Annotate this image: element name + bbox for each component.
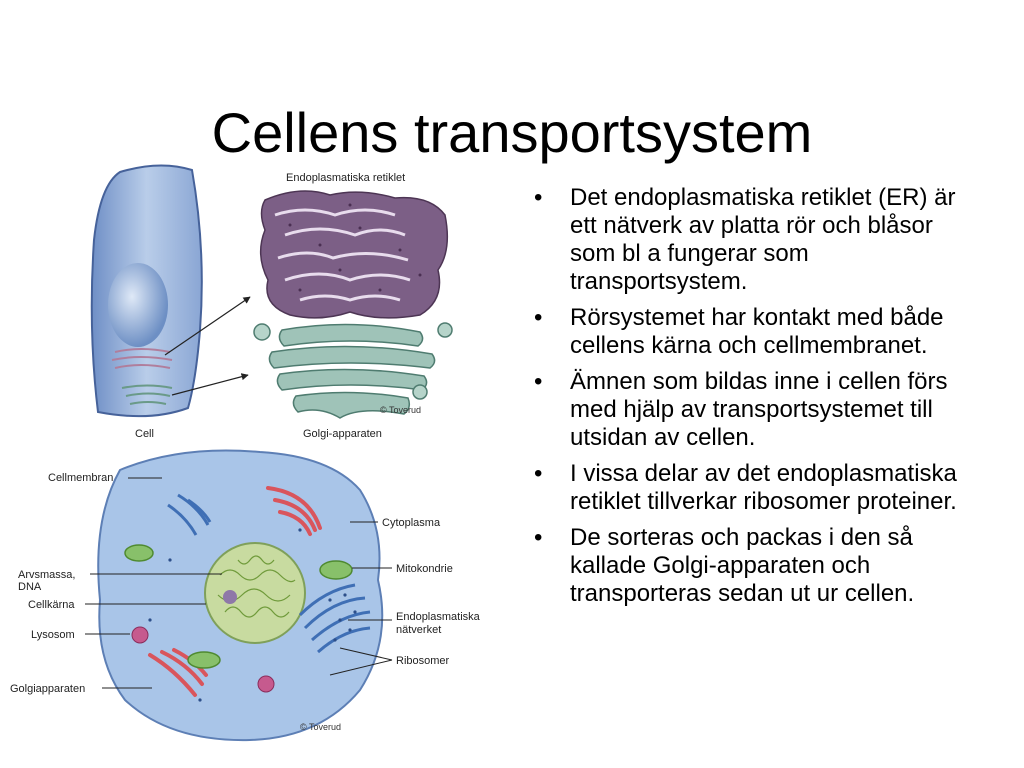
bullet-icon: • bbox=[534, 460, 543, 487]
bullet-text: Rörsystemet har kontakt med både cellens… bbox=[570, 304, 944, 359]
bottom-copyright: © Toverud bbox=[300, 722, 341, 732]
er-network bbox=[167, 493, 371, 654]
bullet-text: Ämnen som bildas inne i cellen förs med … bbox=[570, 368, 948, 451]
lysosomes bbox=[131, 626, 275, 693]
bullet-text: De sorteras och packas i den så kallade … bbox=[570, 524, 915, 607]
leader-lines bbox=[85, 477, 393, 689]
pointer-arrow-er bbox=[164, 296, 251, 356]
label-dna: DNA bbox=[18, 581, 42, 593]
top-cell-figure: Cell Endoplasmatiska retiklet bbox=[90, 164, 453, 440]
bullet-item: • Det endoplasmatiska retiklet (ER) är et… bbox=[528, 184, 973, 296]
cell-label: Cell bbox=[135, 428, 154, 440]
top-copyright: © Toverud bbox=[380, 405, 421, 415]
bullet-text: Det endoplasmatiska retiklet (ER) är ett… bbox=[570, 184, 956, 295]
label-golgiapparaten: Golgiapparaten bbox=[10, 683, 85, 695]
label-lysosom: Lysosom bbox=[31, 629, 75, 641]
er-drawing bbox=[259, 190, 449, 319]
label-er-line2: nätverket bbox=[396, 624, 441, 636]
label-ribosomer: Ribosomer bbox=[396, 655, 450, 667]
golgi-drawing bbox=[253, 322, 453, 419]
label-arvsmassa: Arvsmassa, bbox=[18, 569, 75, 581]
bullet-icon: • bbox=[534, 524, 543, 551]
bullet-text: I vissa delar av det endoplasmatiska ret… bbox=[570, 460, 957, 515]
mitochondria bbox=[124, 544, 353, 669]
label-cytoplasma: Cytoplasma bbox=[382, 517, 441, 529]
small-er-icon bbox=[111, 348, 173, 369]
cell-nucleus bbox=[108, 263, 168, 347]
nucleus bbox=[204, 542, 306, 644]
bullet-item: • Rörsystemet har kontakt med både cellen… bbox=[528, 304, 973, 360]
bullet-list: • Det endoplasmatiska retiklet (ER) är et… bbox=[528, 184, 973, 616]
bottom-cell-figure: Cellmembran Arvsmassa, DNA Cellkärna Lys… bbox=[10, 449, 481, 742]
label-cellmembran: Cellmembran bbox=[48, 472, 113, 484]
bullet-item: • De sorteras och packas i den så kallade… bbox=[528, 524, 973, 608]
er-label: Endoplasmatiska retiklet bbox=[286, 172, 405, 184]
nucleolus bbox=[223, 590, 237, 604]
small-golgi-icon bbox=[121, 384, 173, 405]
bullet-icon: • bbox=[534, 368, 543, 395]
bullet-icon: • bbox=[534, 184, 543, 211]
cell-illustration: Cell Endoplasmatiska retiklet bbox=[10, 164, 481, 742]
ribosome-dots bbox=[148, 528, 357, 702]
label-mitokondrie: Mitokondrie bbox=[396, 563, 453, 575]
bullet-icon: • bbox=[534, 304, 543, 331]
label-cellkarna: Cellkärna bbox=[28, 599, 75, 611]
pointer-arrow-golgi bbox=[171, 373, 249, 396]
label-er-line1: Endoplasmatiska bbox=[396, 611, 481, 623]
slide-title: Cellens transportsystem bbox=[211, 100, 813, 164]
bullet-item: • I vissa delar av det endoplasmatiska re… bbox=[528, 460, 973, 516]
golgi-label: Golgi-apparaten bbox=[303, 428, 382, 440]
bullet-item: • Ämnen som bildas inne i cellen förs med… bbox=[528, 368, 973, 452]
